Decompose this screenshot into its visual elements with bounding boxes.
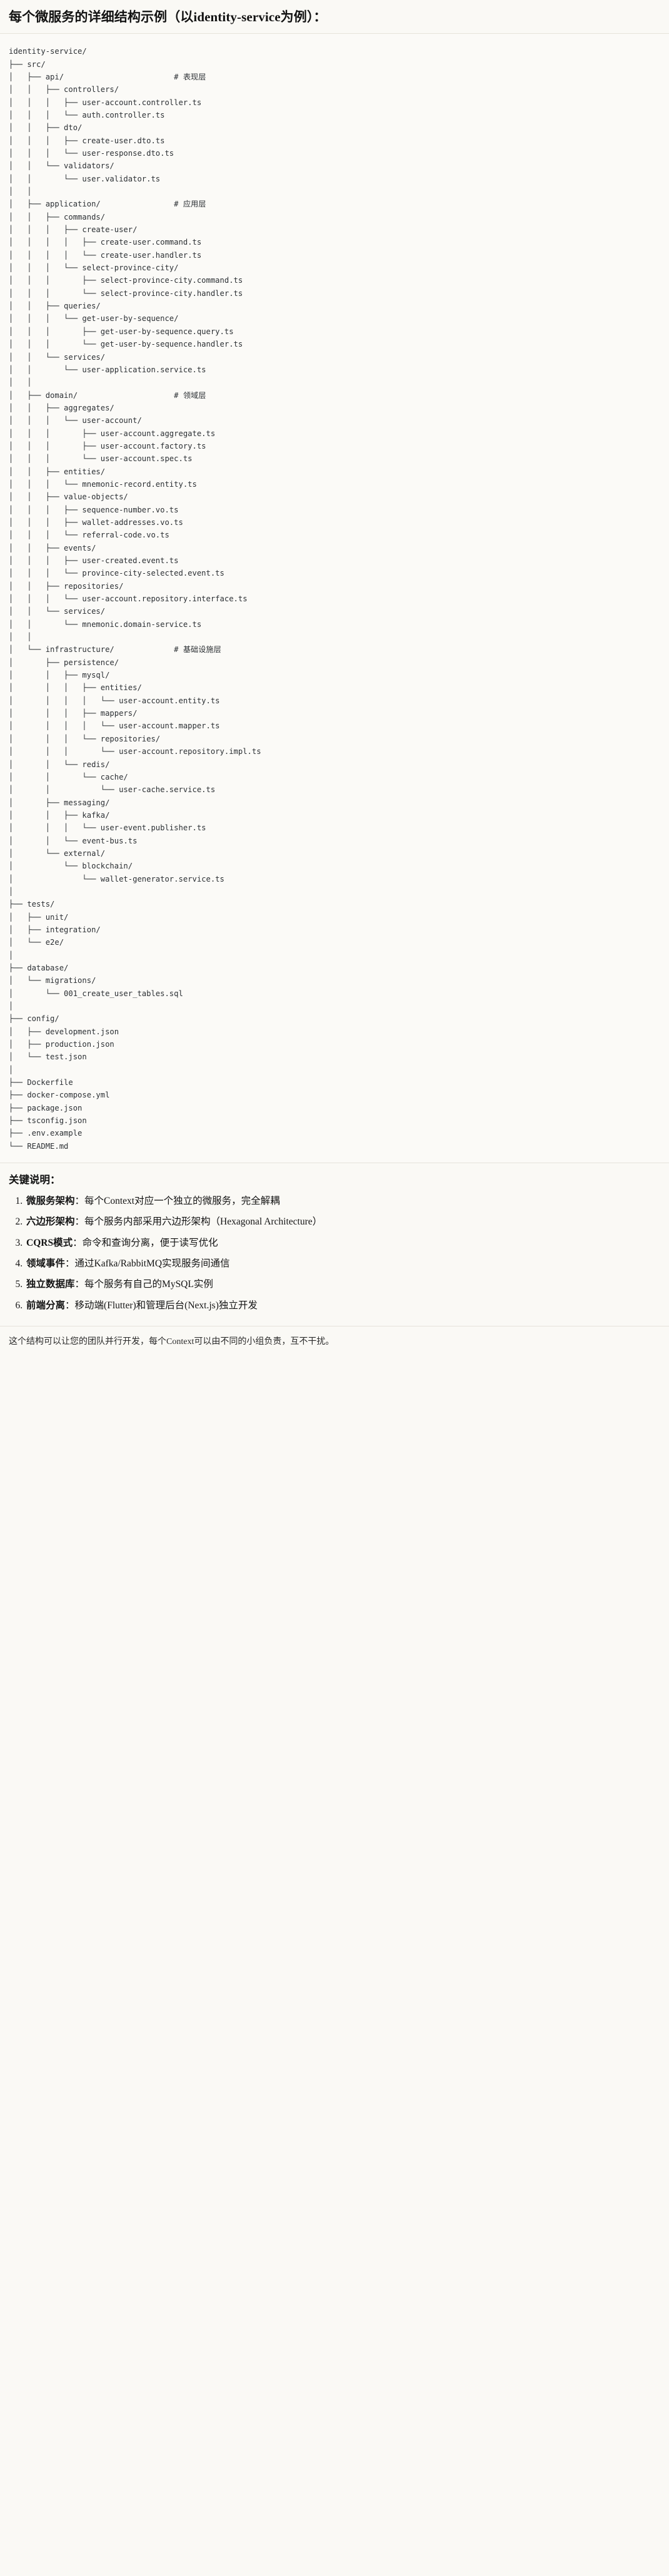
document-page: 每个微服务的详细结构示例（以identity-service为例）： ident… (0, 0, 669, 1358)
note-description: 每个Context对应一个独立的微服务，完全解耦 (84, 1195, 280, 1206)
list-item: 六边形架构：每个服务内部采用六边形架构（Hexagonal Architectu… (25, 1215, 660, 1229)
note-separator: ： (65, 1300, 75, 1311)
list-item: 微服务架构：每个Context对应一个独立的微服务，完全解耦 (25, 1194, 660, 1208)
note-separator: ： (74, 1195, 85, 1206)
note-description: 通过Kafka/RabbitMQ实现服务间通信 (74, 1258, 230, 1269)
document-header: 每个微服务的详细结构示例（以identity-service为例）： (0, 0, 669, 34)
key-notes-section: 关键说明： 微服务架构：每个Context对应一个独立的微服务，完全解耦 六边形… (0, 1163, 669, 1326)
note-separator: ： (73, 1237, 83, 1248)
closing-paragraph: 这个结构可以让您的团队并行开发，每个Context可以由不同的小组负责，互不干扰… (0, 1335, 669, 1359)
note-separator: ： (74, 1279, 85, 1290)
note-term: CQRS模式 (26, 1237, 73, 1248)
note-term: 独立数据库 (26, 1279, 75, 1290)
note-separator: ： (65, 1258, 75, 1269)
directory-tree-code-block: identity-service/ ├── src/ │ ├── api/ # … (0, 34, 669, 1163)
note-description: 移动端(Flutter)和管理后台(Next.js)独立开发 (74, 1300, 258, 1311)
list-item: 领域事件：通过Kafka/RabbitMQ实现服务间通信 (25, 1257, 660, 1271)
header-divider (0, 33, 669, 34)
note-description: 每个服务有自己的MySQL实例 (84, 1279, 213, 1290)
list-item: 独立数据库：每个服务有自己的MySQL实例 (25, 1278, 660, 1291)
list-item: 前端分离：移动端(Flutter)和管理后台(Next.js)独立开发 (25, 1299, 660, 1313)
key-notes-title: 关键说明： (9, 1174, 61, 1186)
note-term: 六边形架构 (26, 1216, 75, 1228)
key-notes-list: 微服务架构：每个Context对应一个独立的微服务，完全解耦 六边形架构：每个服… (9, 1194, 660, 1313)
note-term: 领域事件 (26, 1258, 66, 1269)
note-term: 前端分离 (26, 1300, 66, 1311)
note-separator: ： (74, 1216, 85, 1228)
directory-tree: identity-service/ ├── src/ │ ├── api/ # … (9, 47, 261, 1151)
note-term: 微服务架构 (26, 1195, 75, 1206)
note-description: 命令和查询分离，便于读写优化 (82, 1237, 218, 1248)
note-description: 每个服务内部采用六边形架构（Hexagonal Architecture） (84, 1216, 323, 1228)
page-title: 每个微服务的详细结构示例（以identity-service为例）： (9, 9, 327, 24)
list-item: CQRS模式：命令和查询分离，便于读写优化 (25, 1236, 660, 1250)
